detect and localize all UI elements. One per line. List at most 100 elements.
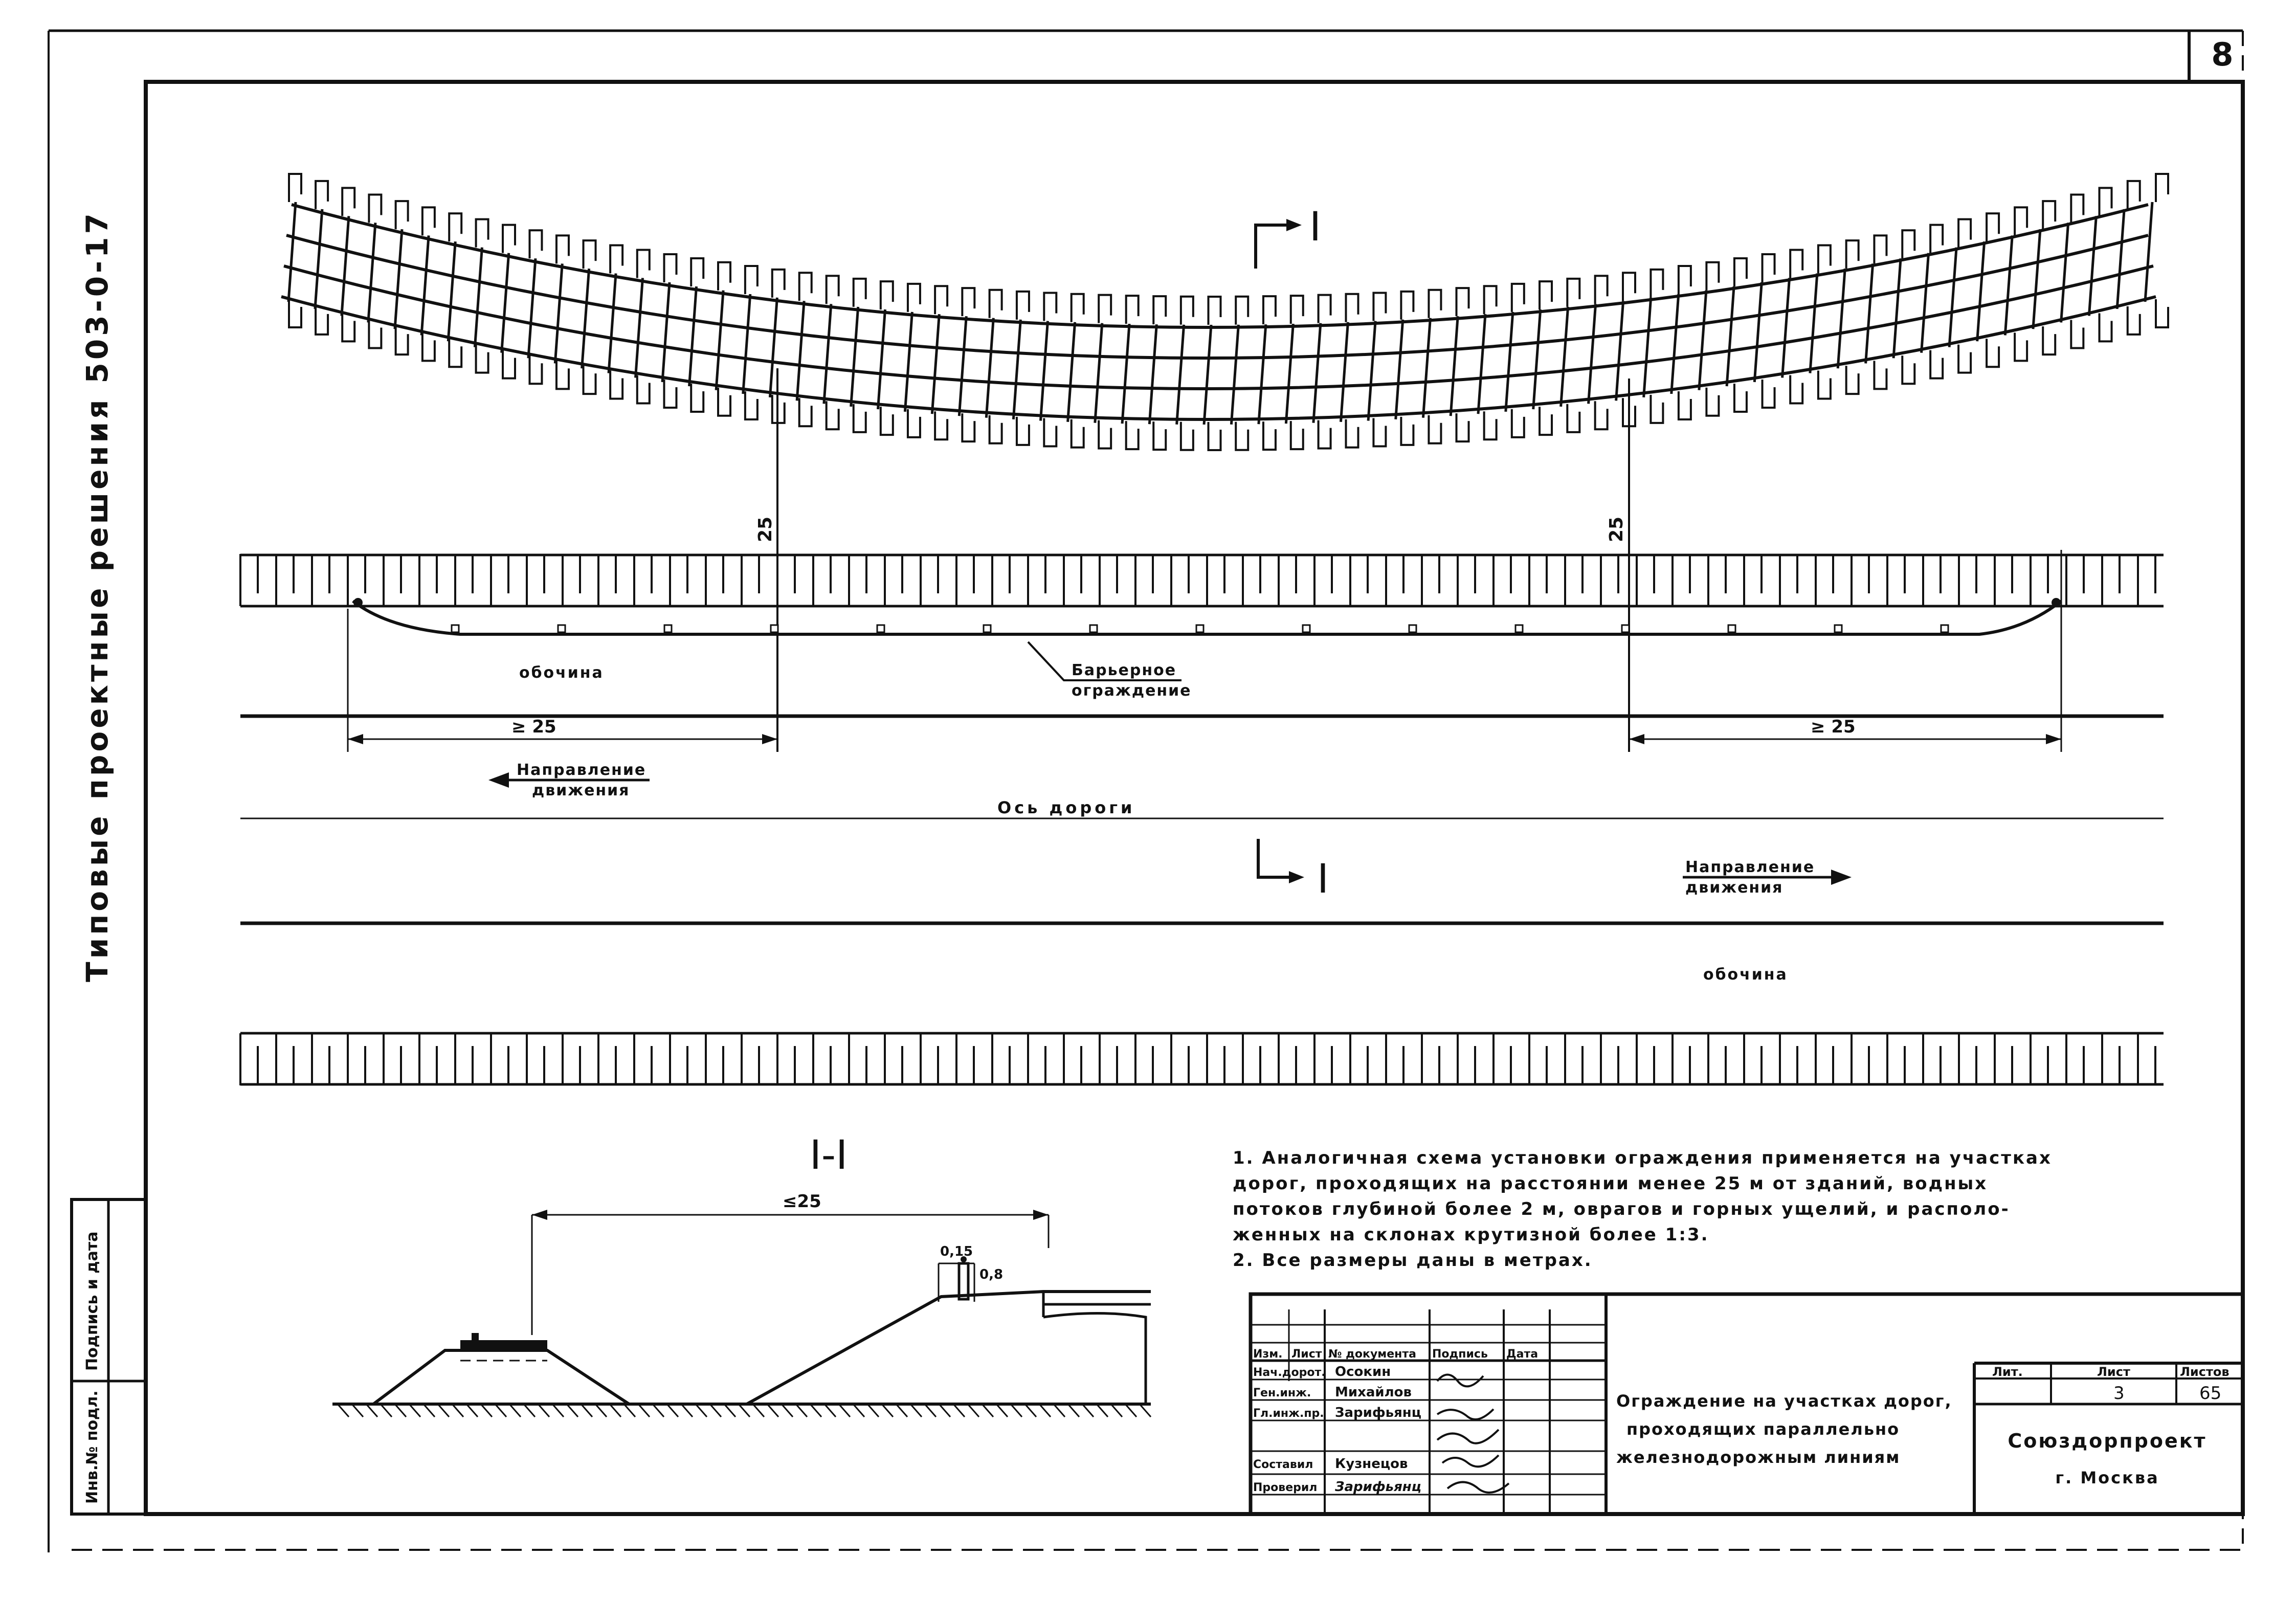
ballast-notch bbox=[2014, 206, 2028, 236]
shoulder-hatch bbox=[1492, 1033, 1512, 1085]
shoulder-hatch bbox=[1099, 1033, 1118, 1085]
ballast-notch bbox=[906, 409, 921, 438]
sleeper bbox=[1312, 323, 1322, 423]
sleeper bbox=[1809, 273, 1819, 373]
ballast-notch bbox=[1649, 394, 1664, 424]
railway-track bbox=[281, 173, 2169, 451]
shoulder-hatch bbox=[1134, 554, 1154, 606]
ballast-notch bbox=[934, 411, 949, 441]
side-title: Типовые проектные решения 503-0-17 bbox=[80, 210, 115, 982]
ballast-notch bbox=[1043, 292, 1058, 321]
sleeper bbox=[367, 223, 377, 323]
shoulder-hatch bbox=[347, 1033, 366, 1085]
sleeper bbox=[1642, 297, 1653, 398]
ballast-notch bbox=[1455, 287, 1470, 317]
shoulder-hatch bbox=[1385, 554, 1405, 606]
shoulder-hatch bbox=[741, 554, 760, 606]
drawing-title-line3: железнодорожным линиям bbox=[1616, 1448, 1900, 1467]
shoulder-hatch bbox=[1815, 554, 1834, 606]
ballast-notch bbox=[1510, 282, 1525, 312]
shoulder-hatch bbox=[884, 1033, 903, 1085]
tb-role: Нач.дорот. bbox=[1253, 1366, 1326, 1379]
barrier-post bbox=[770, 624, 779, 633]
ballast-notch bbox=[1289, 295, 1304, 324]
shoulder-hatch bbox=[418, 1033, 438, 1085]
org-city: г. Москва bbox=[2055, 1468, 2159, 1487]
ground-hatch-stroke bbox=[580, 1404, 593, 1417]
ballast-notch bbox=[1845, 366, 1860, 395]
sleeper bbox=[527, 258, 537, 359]
ballast-notch bbox=[1125, 421, 1140, 451]
shoulder-hatch bbox=[920, 554, 939, 606]
section-dim-width: ≤25 bbox=[783, 1191, 821, 1212]
ballast-notch bbox=[1986, 339, 2000, 368]
tb-header-date: Дата bbox=[1506, 1348, 1538, 1361]
ballast-notch bbox=[1705, 261, 1720, 291]
tb-name: Зарифьянц bbox=[1334, 1479, 1421, 1495]
note-line: дорог, проходящих на расстоянии менее 25… bbox=[1233, 1173, 1988, 1194]
shoulder-hatch bbox=[1958, 554, 1977, 606]
ballast-notch bbox=[609, 244, 624, 274]
shoulder-hatch bbox=[776, 554, 796, 606]
ballast-notch bbox=[2070, 320, 2085, 349]
ground-hatch-stroke bbox=[1067, 1404, 1080, 1417]
ground-hatch-stroke bbox=[594, 1404, 608, 1417]
sleeper bbox=[1504, 312, 1514, 412]
shoulder-hatch bbox=[669, 1033, 688, 1085]
shoulder-hatch bbox=[1636, 1033, 1655, 1085]
shoulder-hatch bbox=[454, 1033, 474, 1085]
sleeper bbox=[1121, 323, 1131, 424]
sleeper bbox=[1394, 319, 1405, 420]
ground-hatch-stroke bbox=[823, 1404, 837, 1417]
ballast-notch bbox=[1483, 285, 1498, 315]
ground-hatch-stroke bbox=[551, 1404, 565, 1417]
dim-25-left: 25 bbox=[755, 517, 776, 542]
sleeper bbox=[1892, 258, 1902, 359]
ground-hatch-stroke bbox=[752, 1404, 765, 1417]
shoulder-hatch bbox=[1564, 554, 1584, 606]
ballast-notch bbox=[1677, 391, 1692, 420]
ballast-notch bbox=[1957, 218, 1972, 248]
ground-hatch-stroke bbox=[924, 1404, 937, 1417]
ballast-notch bbox=[1817, 370, 1832, 400]
tb-header-list: Лист bbox=[1291, 1348, 1322, 1361]
ballast-notch bbox=[1289, 421, 1304, 451]
sleeper bbox=[2060, 223, 2070, 323]
ground-hatch-stroke bbox=[480, 1404, 493, 1417]
sleeper bbox=[447, 241, 457, 342]
ballast-notch bbox=[1873, 234, 1888, 264]
ground-hatch-stroke bbox=[895, 1404, 908, 1417]
sleeper bbox=[1920, 253, 1930, 353]
barrier-post bbox=[1727, 624, 1736, 633]
section-marker-bottom bbox=[1257, 839, 1304, 883]
sleeper bbox=[340, 216, 350, 316]
shoulder-hatch bbox=[1528, 554, 1548, 606]
shoulder-hatch bbox=[2030, 554, 2049, 606]
ballast-notch bbox=[501, 224, 516, 253]
shoulder-hatch bbox=[741, 1033, 760, 1085]
ballast-notch bbox=[717, 261, 732, 291]
barrier-post bbox=[876, 624, 885, 633]
shoulder-hatch bbox=[275, 1033, 295, 1085]
shoulder-hatch bbox=[991, 554, 1011, 606]
notes: 1. Аналогичная схема установки ограждени… bbox=[1233, 1148, 2050, 1271]
ballast-notch bbox=[1152, 421, 1167, 451]
shoulder-hatch bbox=[1600, 554, 1619, 606]
ground-hatch-stroke bbox=[652, 1404, 665, 1417]
ground-hatch-stroke bbox=[738, 1404, 751, 1417]
shoulder-hatch bbox=[1671, 554, 1691, 606]
ground-hatch-stroke bbox=[437, 1404, 450, 1417]
sleeper bbox=[850, 306, 860, 407]
ground-hatch-stroke bbox=[1139, 1404, 1152, 1417]
shoulder-hatch bbox=[454, 554, 474, 606]
ballast-notch bbox=[934, 285, 949, 315]
ballast-notch bbox=[1761, 379, 1776, 409]
sleeper bbox=[1559, 306, 1570, 407]
shoulder-hatch bbox=[1313, 1033, 1333, 1085]
ballast-notch bbox=[394, 200, 409, 230]
ballast-notch bbox=[1179, 421, 1194, 451]
ballast-notch bbox=[961, 287, 976, 317]
ballast-notch bbox=[1929, 350, 1944, 380]
ballast-notch bbox=[368, 320, 383, 349]
